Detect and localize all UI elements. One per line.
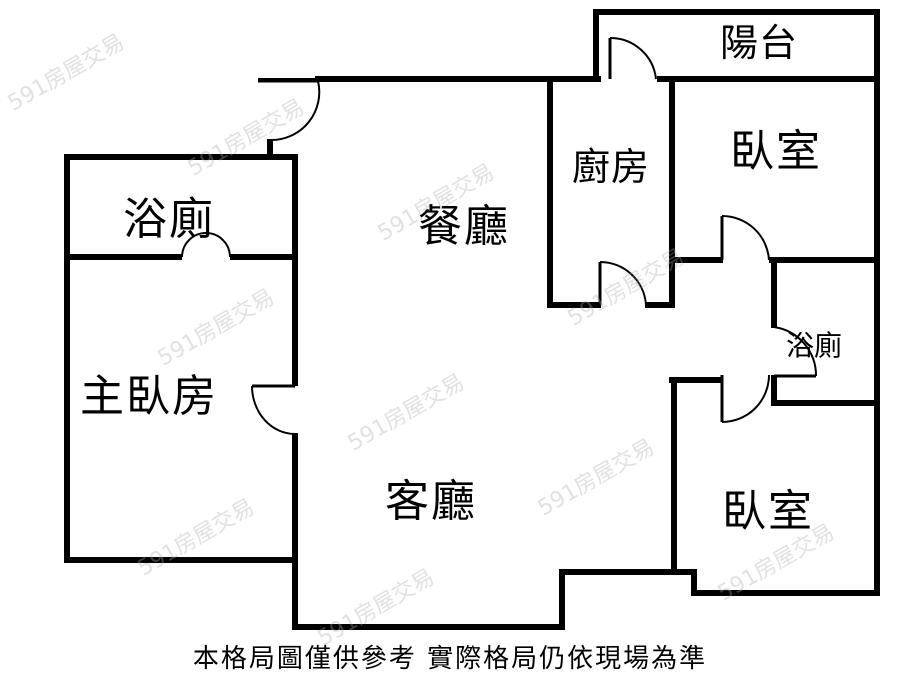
kitchen-door xyxy=(598,260,647,306)
wall-bottom-right xyxy=(671,569,880,596)
master-bedroom-door xyxy=(251,384,296,435)
bedroom-bottom-door xyxy=(720,374,770,423)
balcony-door xyxy=(608,36,657,80)
room-label-bathroom-left: 浴廁 xyxy=(123,194,215,245)
room-label-bathroom-right: 浴廁 xyxy=(786,329,843,362)
bedroom-top-door xyxy=(720,214,770,261)
room-label-balcony: 陽台 xyxy=(720,21,799,65)
wall-master-wing xyxy=(64,154,298,563)
master-bath-door xyxy=(181,232,231,261)
disclaimer-text: 本格局圖僅供參考 實際格局仍依現場為準 xyxy=(192,644,708,674)
wall-bottom xyxy=(292,569,677,630)
room-label-bedroom-bottom: 臥室 xyxy=(722,486,814,537)
entry-door xyxy=(258,79,321,142)
room-label-bedroom-top: 臥室 xyxy=(730,126,822,177)
room-label-kitchen: 廚房 xyxy=(572,145,651,189)
room-label-living: 客廳 xyxy=(385,476,477,527)
room-label-master-bedroom: 主臥房 xyxy=(80,371,218,422)
bathroom-right-door xyxy=(773,326,818,378)
room-label-dining: 餐廳 xyxy=(418,201,510,252)
wall-balcony xyxy=(593,9,880,82)
